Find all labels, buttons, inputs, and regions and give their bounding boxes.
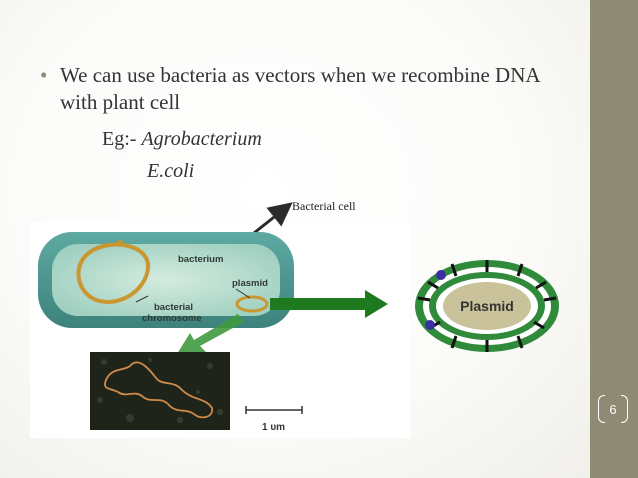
plasmid-core-label: Plasmid (460, 298, 514, 314)
plasmid-base-ticks (417, 260, 557, 352)
example-line-2: E.coli (147, 160, 194, 183)
plasmid-pointer (235, 288, 251, 299)
bacterial-cell-cytoplasm (52, 244, 280, 316)
chromosome-label-2: chromosome (142, 313, 202, 324)
plasmid-label: plasmid (232, 278, 268, 289)
plasmid-diagram: Plasmid (415, 260, 559, 352)
green-arrow-down (172, 314, 244, 362)
bacterial-chromosome (76, 242, 150, 304)
bullet-icon: • (40, 63, 48, 87)
example-prefix: Eg:- (102, 128, 142, 150)
chromosome-knot (117, 240, 123, 246)
plasmid-marker-top (436, 270, 446, 280)
bacteria-plasmid-figure: Bacterial cell bacterium plasmid bacteri… (38, 199, 559, 433)
callout-label: Bacterial cell (292, 199, 356, 213)
bacterium-label: bacterium (178, 254, 223, 265)
dna-strand-micrograph (104, 361, 213, 419)
example-line: Eg:- Agrobacterium (102, 128, 262, 151)
page-number: 6 (598, 393, 628, 425)
bullet-text: We can use bacteria as vectors when we r… (60, 63, 540, 114)
bullet-list: • We can use bacteria as vectors when we… (40, 62, 562, 116)
example-agrobacterium: Agrobacterium (141, 128, 262, 150)
micrograph-texture (97, 358, 223, 423)
plasmid-marker-bottom (425, 320, 435, 330)
example-ecoli: E.coli (147, 160, 195, 182)
chromosome-label-1: bacterial (154, 302, 193, 313)
cell-plasmid (235, 295, 269, 313)
green-arrow-right (270, 290, 388, 318)
chromosome-pointer (135, 295, 149, 303)
scale-bar-label: 1 υm (262, 422, 285, 433)
plasmid-core (443, 282, 531, 330)
callout-arrow (253, 202, 293, 235)
